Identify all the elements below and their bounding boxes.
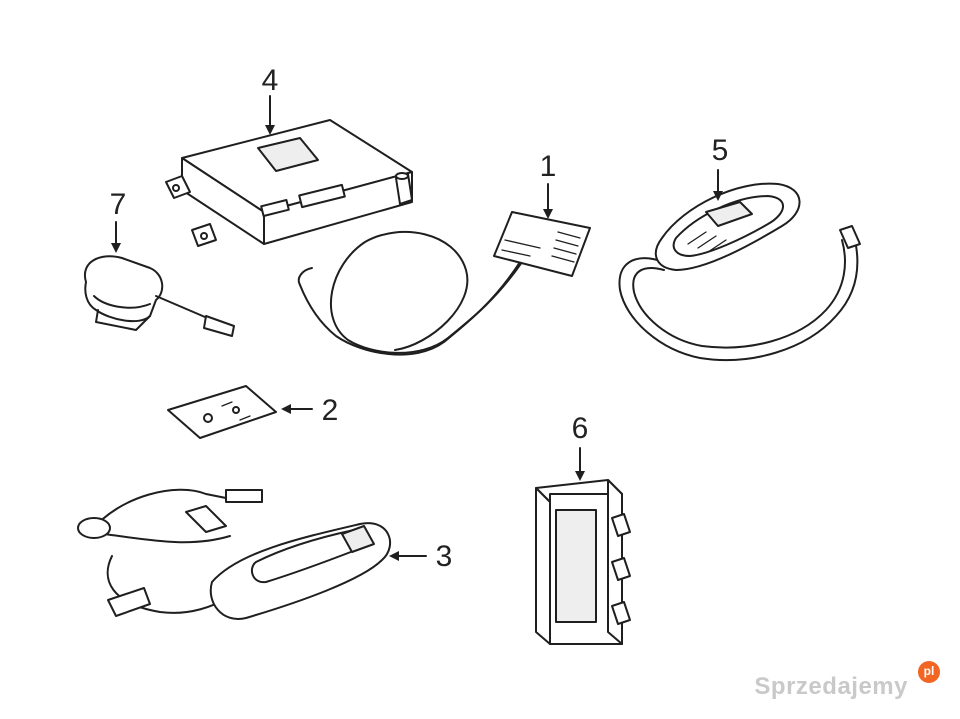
callout-5: 5	[712, 134, 729, 167]
callout-6: 6	[572, 412, 589, 445]
part-1-antenna-cable	[297, 211, 591, 356]
callout-7: 7	[110, 188, 127, 221]
part-7-sensor	[83, 255, 235, 337]
callout-3: 3	[436, 540, 453, 573]
callout-2: 2	[322, 394, 339, 427]
callout-1: 1	[540, 150, 557, 183]
part-4-control-module	[165, 119, 413, 247]
part-6-interface-module	[535, 479, 631, 645]
watermark-text: Sprzedajemy	[754, 673, 908, 700]
part-5-receiver-harness	[618, 182, 861, 362]
callout-4: 4	[262, 64, 279, 97]
part-2-bracket-plate	[167, 385, 277, 439]
watermark-badge: pl	[918, 661, 940, 683]
part-3-cradle-cable	[77, 488, 392, 620]
